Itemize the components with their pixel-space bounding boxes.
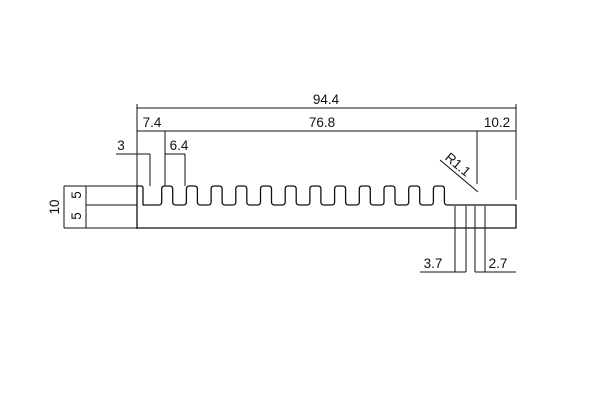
dim-overall-width: 94.4 bbox=[313, 92, 340, 107]
heatsink-profile bbox=[136, 185, 517, 229]
dim-fin-span: 76.8 bbox=[309, 115, 335, 130]
dim-right-margin: 10.2 bbox=[484, 115, 510, 130]
dimension-lines bbox=[63, 107, 516, 273]
dim-total-height: 10 bbox=[47, 199, 62, 214]
extension-lines bbox=[64, 104, 517, 272]
dim-left-margin: 7.4 bbox=[143, 115, 162, 130]
dim-fin-height: 5 bbox=[69, 191, 84, 199]
dim-base-height: 5 bbox=[69, 212, 84, 220]
dim-gap-width: 3.7 bbox=[424, 256, 443, 271]
dim-fin-pitch: 6.4 bbox=[170, 138, 189, 153]
dim-right-fin-width: 2.7 bbox=[489, 256, 508, 271]
dim-fin-thickness: 3 bbox=[117, 138, 125, 153]
